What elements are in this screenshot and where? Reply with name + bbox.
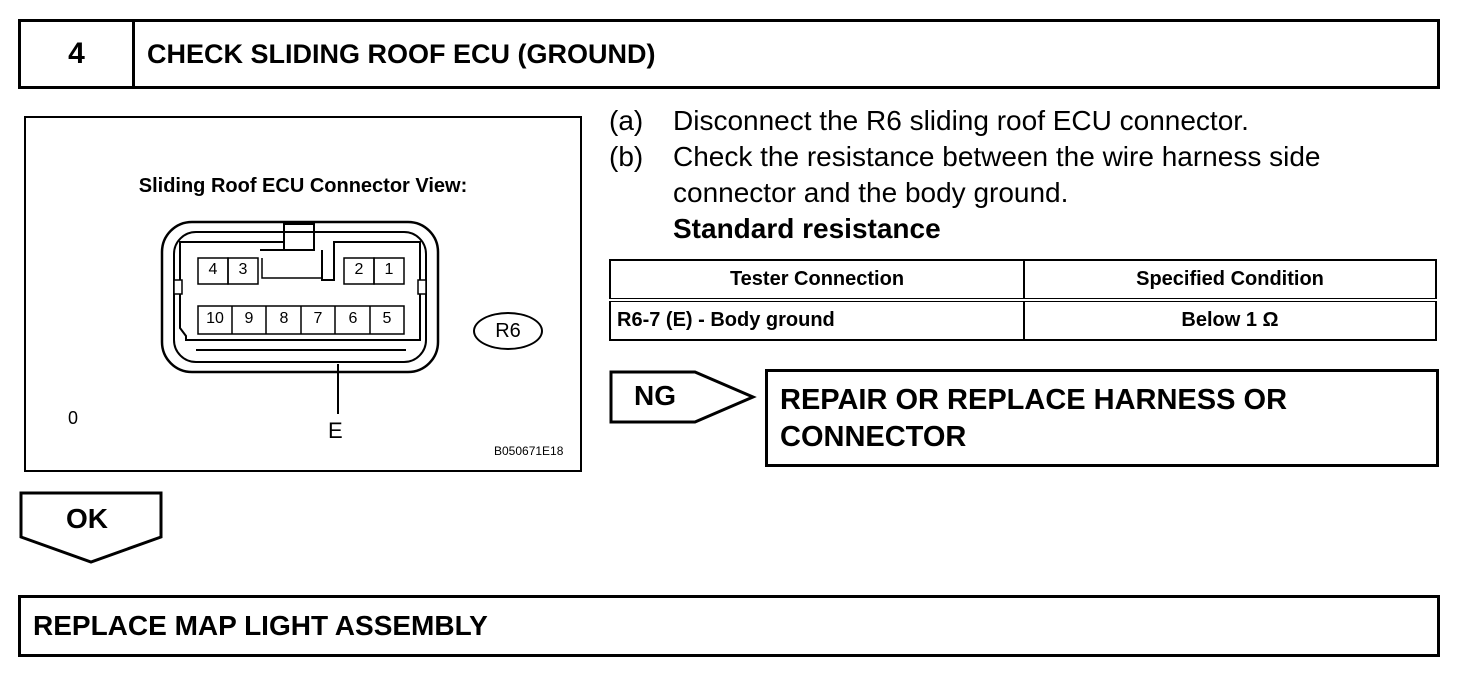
ok-label: OK [66, 503, 108, 534]
connector-badge: R6 [473, 312, 543, 350]
pin-label: 6 [348, 310, 358, 327]
ng-arrow-icon [609, 370, 757, 424]
table-cell: R6-7 (E) - Body ground [609, 299, 1025, 341]
pin-label: 8 [279, 310, 289, 327]
ok-arrow-icon [19, 491, 163, 564]
step-title: CHECK SLIDING ROOF ECU (GROUND) [147, 38, 656, 69]
pin-label: 7 [313, 310, 323, 327]
figure-title: Sliding Roof ECU Connector View: [138, 175, 468, 197]
table-cell: Below 1 Ω [1023, 299, 1437, 341]
corner-mark: 0 [68, 408, 79, 428]
standard-label: Standard resistance [673, 213, 941, 244]
spec-table: Tester Connection Specified Condition R6… [609, 259, 1437, 341]
connector-figure: Sliding Roof ECU Connector View: [24, 116, 582, 472]
table-row: R6-7 (E) - Body ground Below 1 Ω [609, 299, 1437, 341]
instructions: (a) Disconnect the R6 sliding roof ECU c… [609, 103, 1439, 247]
ng-action-line: REPAIR OR REPLACE HARNESS OR [780, 384, 1288, 416]
pin-label: 10 [206, 310, 224, 327]
column-header: Specified Condition [1023, 259, 1437, 301]
column-header: Tester Connection [609, 259, 1025, 301]
instruction-text: Check the resistance between the wire ha… [673, 141, 1321, 172]
instruction-text-continued: connector and the body ground. [673, 177, 1069, 208]
instruction-letter: (b) [609, 141, 644, 172]
step-number: 4 [21, 22, 135, 86]
ng-action-line: CONNECTOR [780, 421, 967, 453]
step-header: 4 CHECK SLIDING ROOF ECU (GROUND) [18, 19, 1440, 89]
instruction-b: (b) Check the resistance between the wir… [609, 139, 1439, 175]
pin-label: 2 [354, 261, 364, 278]
table-header-row: Tester Connection Specified Condition [609, 259, 1437, 301]
pin-label: 1 [384, 261, 394, 278]
ng-label: NG [634, 380, 676, 411]
next-step-box: REPLACE MAP LIGHT ASSEMBLY [18, 595, 1440, 657]
pin-label: 4 [208, 261, 218, 278]
pin-label: 9 [244, 310, 254, 327]
instruction-letter: (a) [609, 105, 644, 136]
instruction-a: (a) Disconnect the R6 sliding roof ECU c… [609, 103, 1439, 139]
connector-drawing [160, 220, 440, 414]
instruction-text: Disconnect the R6 sliding roof ECU conne… [673, 105, 1249, 136]
ground-terminal-label: E [328, 418, 343, 443]
pin-label: 5 [382, 310, 392, 327]
ng-action-box: REPAIR OR REPLACE HARNESS OR CONNECTOR [765, 369, 1439, 467]
pin-label: 3 [238, 261, 248, 278]
figure-code: B050671E18 [494, 444, 564, 458]
